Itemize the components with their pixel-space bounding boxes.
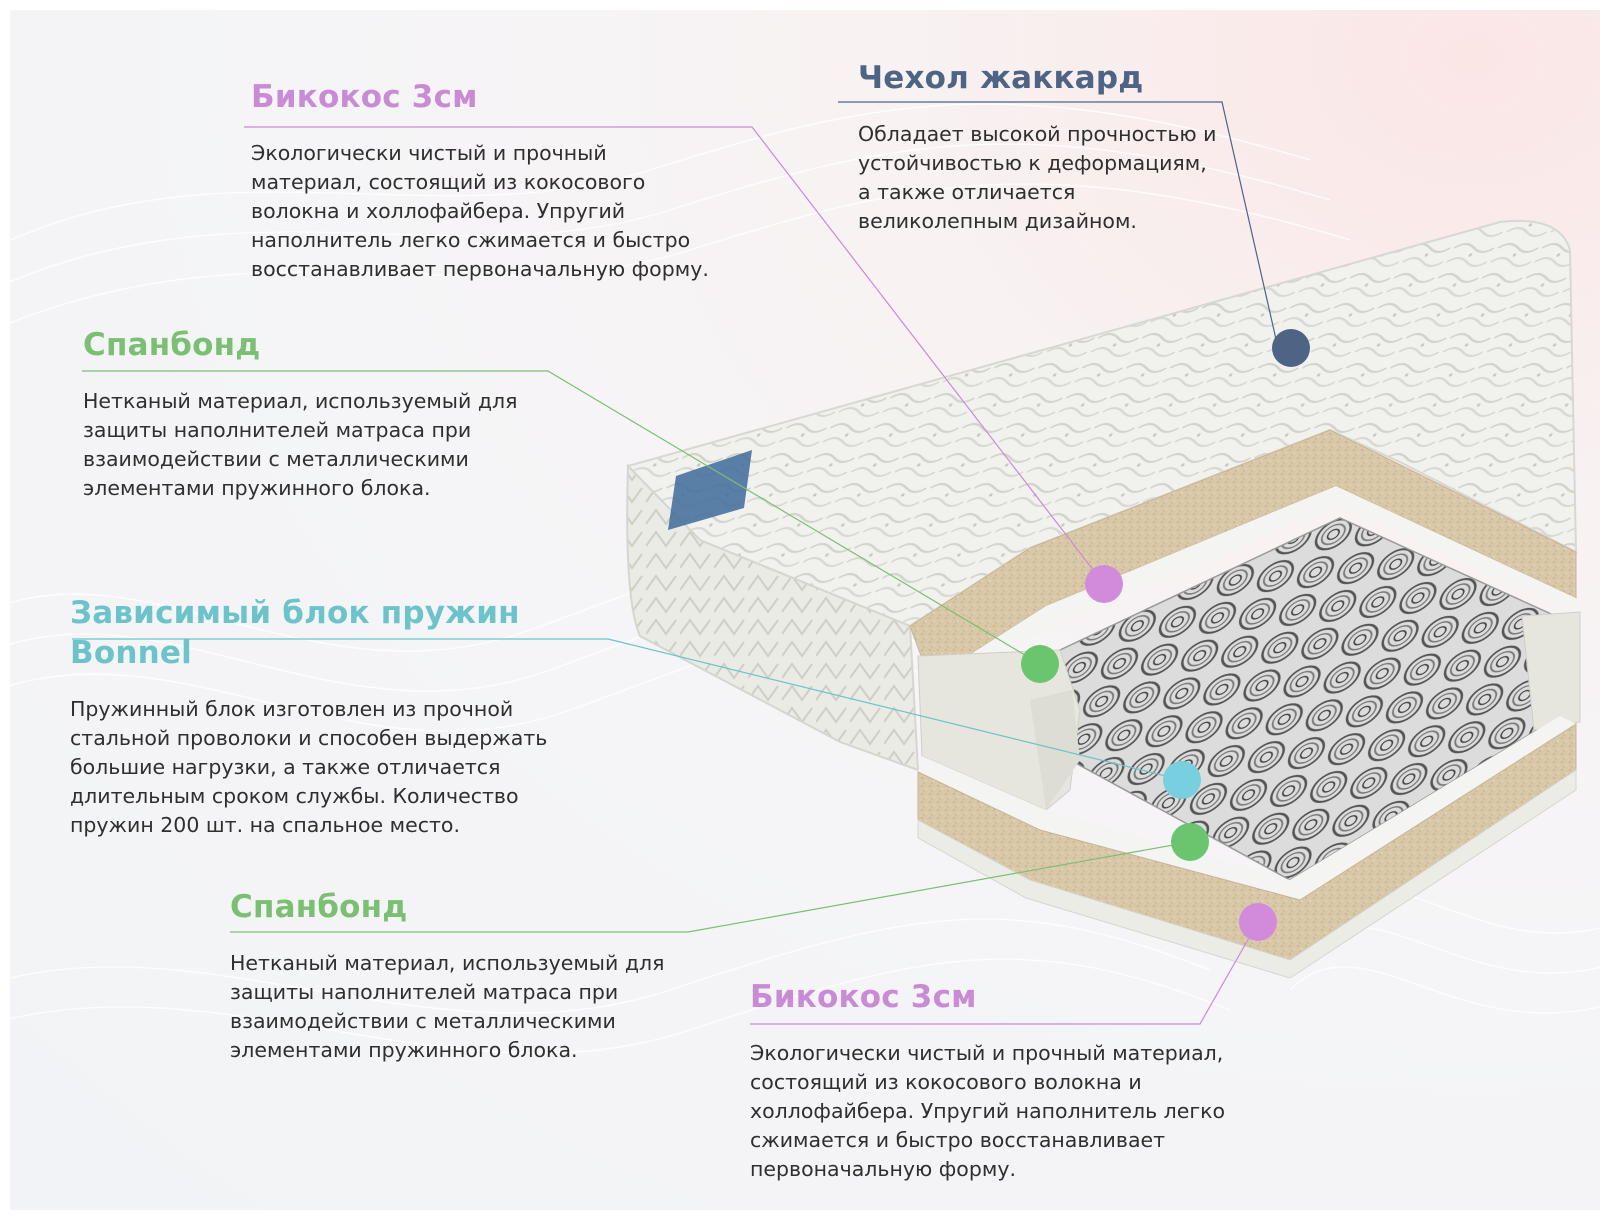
bicoconut-top-title: Бикокос 3см	[251, 79, 478, 115]
spunbond-top-annotation: Спанбонд Нетканый материал, используемый…	[83, 325, 583, 503]
spunbond-bottom-description: Нетканый материал, используемый для защи…	[230, 951, 665, 1062]
bicoconut-bottom-marker-dot	[1239, 903, 1277, 941]
spunbond-top-marker-dot	[1021, 645, 1059, 683]
spunbond-top-title: Спанбонд	[83, 327, 261, 363]
leader-lines	[72, 101, 1279, 1025]
spring-block-description: Пружинный блок изготовлен из прочной ста…	[70, 697, 548, 837]
cover-description: Обладает высокой прочностью и устойчивос…	[858, 122, 1217, 233]
cover-title: Чехол жаккард	[858, 60, 1144, 96]
spring-block-marker-dot	[1163, 761, 1201, 799]
spunbond-bottom-title: Спанбонд	[230, 889, 408, 925]
spring-block-title: Зависимый блок пружин Bonnel	[70, 595, 520, 671]
bicoconut-bottom-annotation: Бикокос 3см Экологически чистый и прочны…	[750, 977, 1270, 1184]
bicoconut-top-description: Экологически чистый и прочный материал, …	[251, 141, 709, 281]
spunbond-bottom-marker-dot	[1171, 823, 1209, 861]
bicoconut-bottom-title: Бикокос 3см	[750, 979, 977, 1015]
bicoconut-top-marker-dot	[1085, 565, 1123, 603]
cover-annotation: Чехол жаккард Обладает высокой прочность…	[858, 58, 1288, 236]
spunbond-top-description: Нетканый материал, используемый для защи…	[83, 389, 518, 500]
spunbond-bottom-annotation: Спанбонд Нетканый материал, используемый…	[230, 887, 730, 1065]
bicoconut-bottom-description: Экологически чистый и прочный материал, …	[750, 1041, 1226, 1181]
spring-block-annotation: Зависимый блок пружин Bonnel Пружинный б…	[70, 593, 630, 840]
cover-marker-dot	[1272, 329, 1310, 367]
bicoconut-top-annotation: Бикокос 3см Экологически чистый и прочны…	[251, 77, 771, 284]
